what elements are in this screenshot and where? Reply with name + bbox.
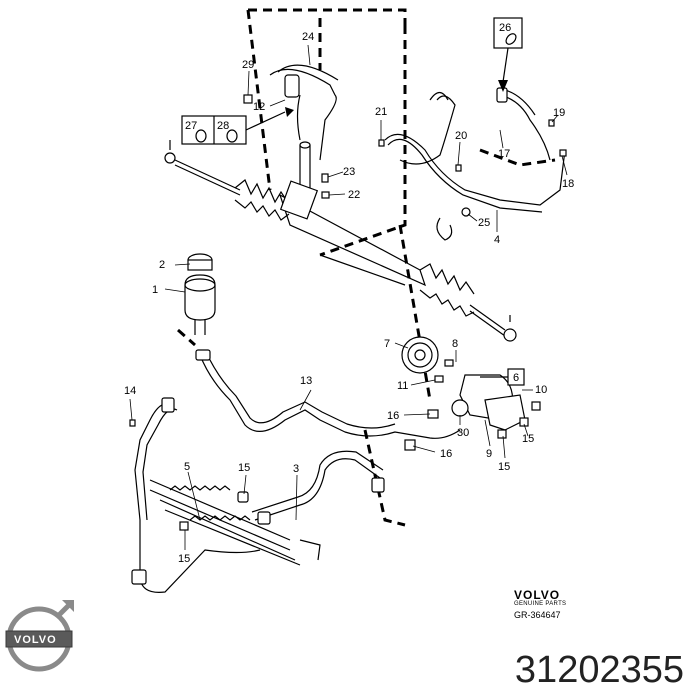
callout-15-pump-right: 15 [522,433,534,445]
volvo-logo: VOLVO [5,600,74,672]
leader-lines [129,44,568,550]
callout-18: 18 [562,178,574,190]
brand-name: VOLVO [514,588,561,602]
callout-30: 30 [457,427,469,439]
callout-7: 7 [384,338,390,350]
steering-rack [164,140,517,342]
pressure-pipes-top [269,64,566,241]
callout-15-cooler: 15 [238,462,250,474]
callout-21: 21 [375,106,387,118]
callout-16-lower: 16 [440,448,452,460]
callout-10: 10 [535,384,547,396]
callout-9: 9 [486,448,492,460]
callout-13: 13 [300,375,312,387]
callout-labels: 1 2 3 4 5 6 7 8 9 10 11 12 13 14 15 15 1… [124,17,574,565]
callout-26: 26 [499,22,511,34]
callout-6-box [507,368,525,386]
callout-5: 5 [184,461,190,473]
volvo-logo-text: VOLVO [14,634,57,646]
brand-block: VOLVO GENUINE PARTS GR-364647 [514,588,566,620]
reservoir [184,253,216,335]
reference-arrows [245,47,509,378]
pump [401,336,541,451]
callout-29: 29 [242,59,254,71]
callout-1: 1 [152,284,158,296]
callout-17: 17 [498,148,510,160]
callout-15-lower: 15 [178,553,190,565]
callout-16-upper: 16 [387,410,399,422]
callout-4: 4 [494,234,500,246]
callout-27: 27 [185,120,197,132]
callout-28: 28 [217,120,229,132]
callout-6: 6 [513,372,519,384]
part-number: 31202355 [514,649,684,691]
callout-12: 12 [253,101,265,113]
callout-22: 22 [348,189,360,201]
callout-26-box [493,17,523,49]
callout-23: 23 [343,166,355,178]
callout-14: 14 [124,385,136,397]
callout-2: 2 [159,259,165,271]
brand-subtitle: GENUINE PARTS [514,601,567,607]
callout-15-pump-left: 15 [498,461,510,473]
callout-20: 20 [455,130,467,142]
callout-8: 8 [452,338,458,350]
fasteners [129,94,567,531]
drawing-code: GR-364647 [514,610,561,620]
callout-11: 11 [397,380,408,392]
callout-24: 24 [302,31,314,43]
callout-19: 19 [553,107,565,119]
assembly-outline [177,8,556,527]
callout-3: 3 [293,463,299,475]
callout-25: 25 [478,217,490,229]
